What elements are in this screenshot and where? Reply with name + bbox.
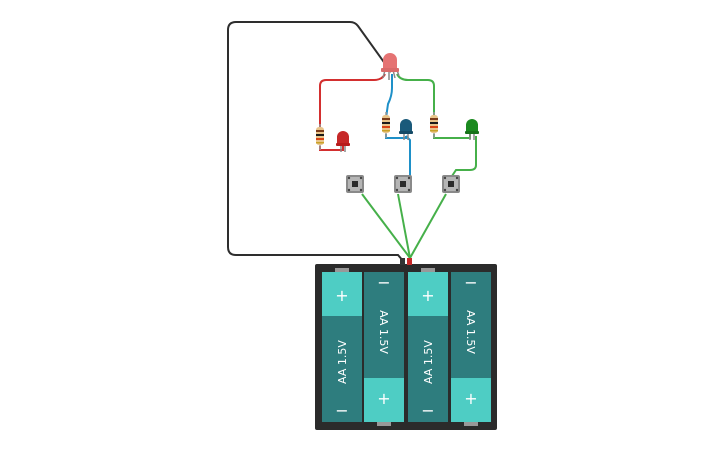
- battery-cell-1: + − AA 1.5V: [322, 268, 362, 422]
- wire-green-3[interactable]: [451, 136, 477, 177]
- rgb-led-icon[interactable]: [381, 53, 400, 80]
- red-led-icon[interactable]: [336, 131, 350, 152]
- battery-pack[interactable]: + − AA 1.5V − + AA 1.5V + − AA 1.5V: [315, 258, 497, 430]
- cell-3-label: AA 1.5V: [422, 340, 435, 384]
- cell-1-top-sign: +: [335, 286, 348, 305]
- green-led-icon[interactable]: [465, 119, 479, 140]
- battery-cell-3: + − AA 1.5V: [408, 268, 448, 422]
- pushbutton-1-icon[interactable]: [346, 175, 364, 193]
- cell-2-label: AA 1.5V: [377, 310, 390, 354]
- cell-3-top-sign: +: [421, 286, 434, 305]
- cell-2-bottom-sign: +: [377, 389, 390, 408]
- battery-cell-2: − + AA 1.5V: [364, 272, 404, 426]
- resistor-2-icon[interactable]: [382, 112, 390, 138]
- battery-cell-4: − + AA 1.5V: [451, 272, 491, 426]
- wire-green-btn3[interactable]: [409, 193, 447, 259]
- pushbutton-3-icon[interactable]: [442, 175, 460, 193]
- wire-red[interactable]: [319, 73, 386, 128]
- wire-blue[interactable]: [385, 74, 393, 119]
- cell-4-label: AA 1.5V: [464, 310, 477, 354]
- blue-led-icon[interactable]: [399, 119, 413, 140]
- cell-4-bottom-sign: +: [464, 389, 477, 408]
- cell-2-top-sign: −: [377, 273, 390, 292]
- wire-blue-3[interactable]: [405, 135, 411, 176]
- wire-green[interactable]: [396, 73, 435, 116]
- wire-black[interactable]: [227, 21, 405, 263]
- cell-1-label: AA 1.5V: [336, 340, 349, 384]
- wire-green-2[interactable]: [433, 134, 471, 139]
- cell-1-bottom-sign: −: [335, 401, 348, 420]
- wire-blue-2[interactable]: [385, 134, 407, 139]
- resistor-3-icon[interactable]: [430, 112, 438, 138]
- pushbutton-2-icon[interactable]: [394, 175, 412, 193]
- cell-4-top-sign: −: [464, 273, 477, 292]
- resistor-1-icon[interactable]: [316, 124, 324, 150]
- wire-green-btn2[interactable]: [397, 193, 411, 259]
- wire-green-btn1[interactable]: [361, 193, 411, 259]
- cell-3-bottom-sign: −: [421, 401, 434, 420]
